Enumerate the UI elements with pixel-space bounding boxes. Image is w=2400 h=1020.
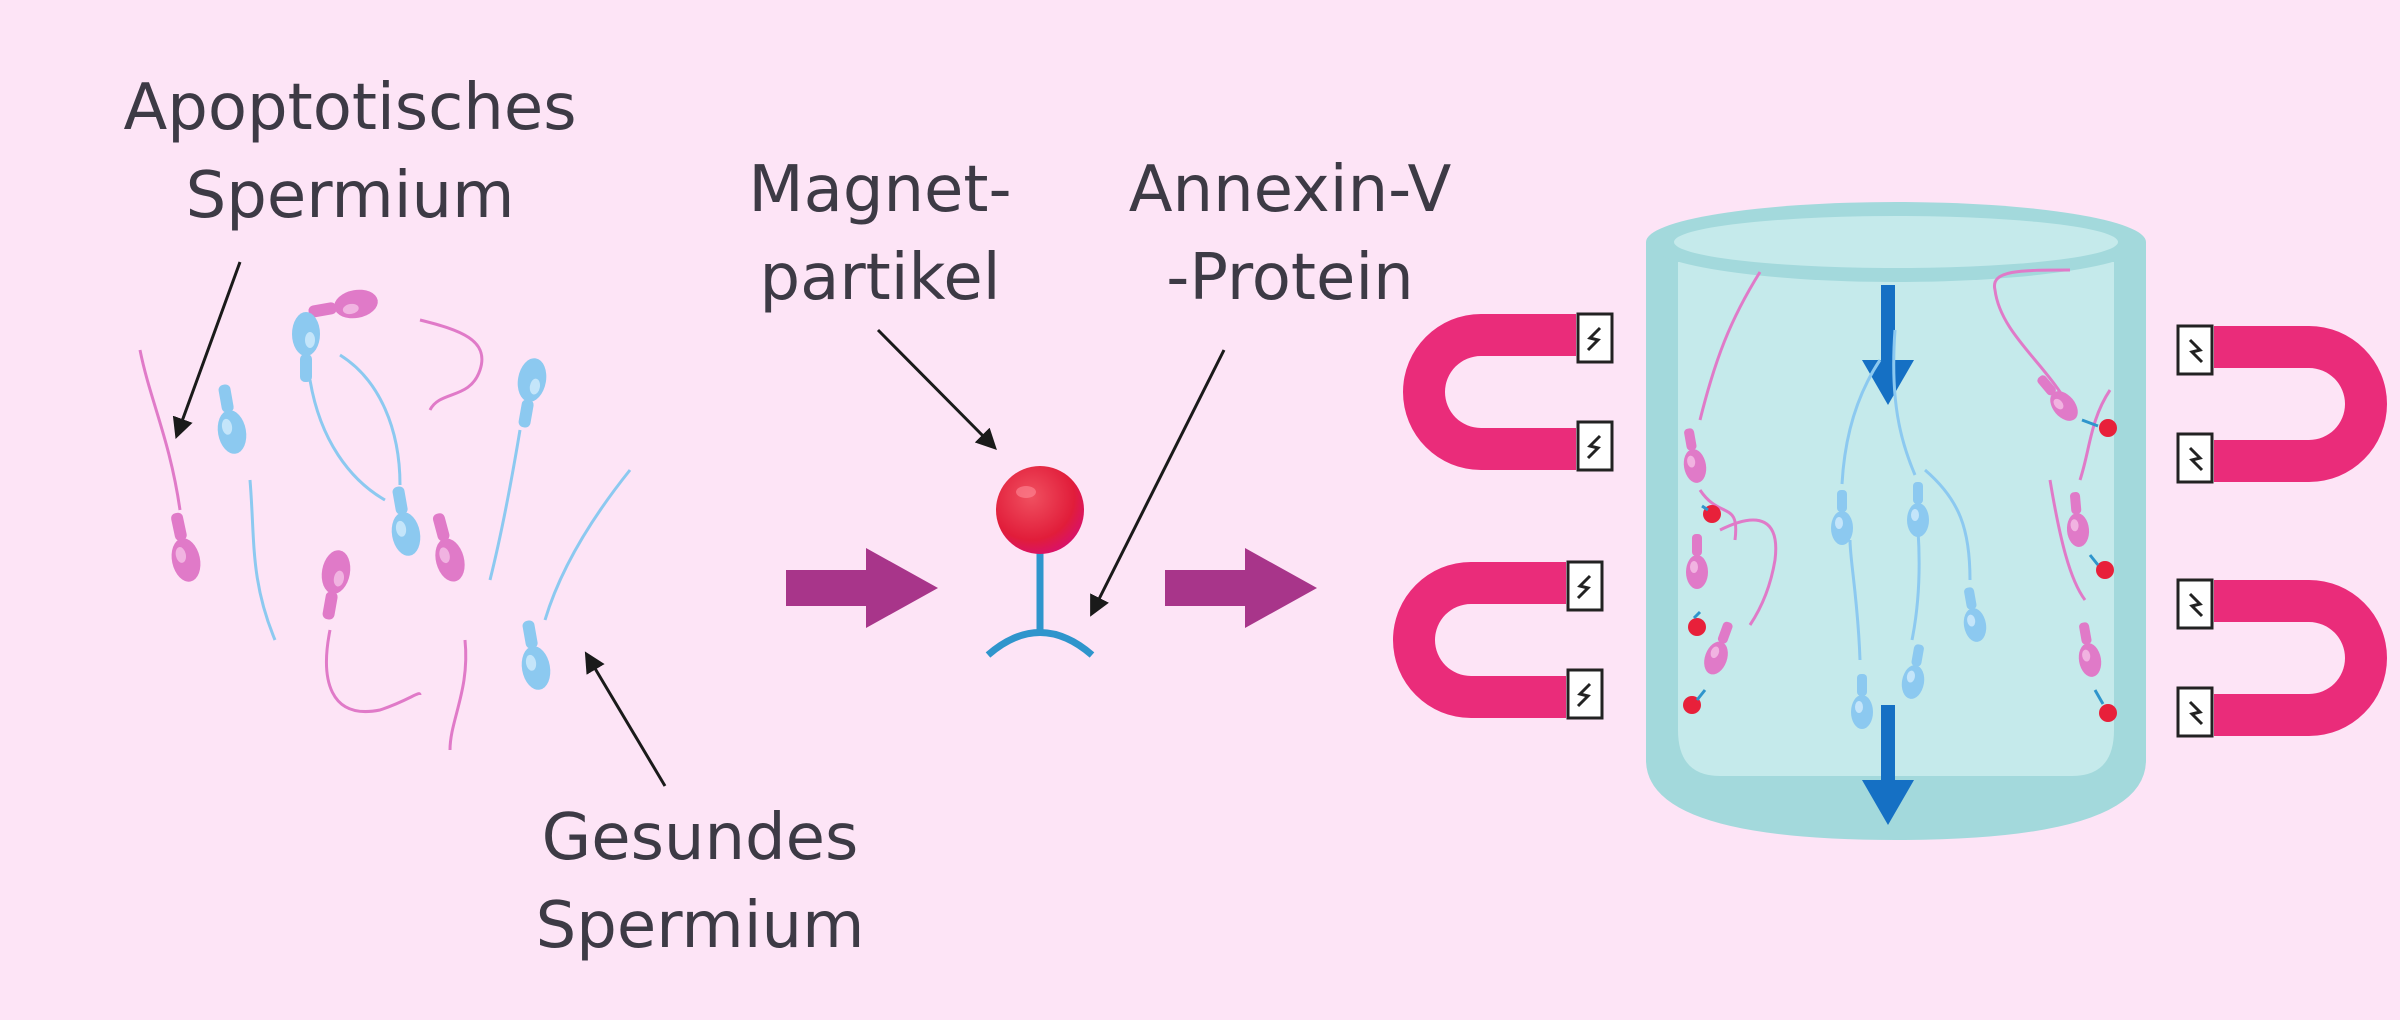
healthy-sperm-label: Gesundes Spermium xyxy=(500,794,900,970)
horseshoe-magnet-icon xyxy=(1391,560,1604,720)
annexin-callout-line xyxy=(1090,349,1226,617)
process-arrow-2 xyxy=(1165,548,1317,628)
apoptotic-label-line-2: Spermium xyxy=(185,159,515,233)
healthy-sperm xyxy=(209,312,632,693)
magnetic-particle-label: Magnet- partikel xyxy=(700,146,1060,322)
annexin-magnetic-probe xyxy=(985,466,1095,658)
magnetic-callout-line xyxy=(876,328,997,450)
mac-column xyxy=(1646,202,2146,840)
healthy-label-line-2: Spermium xyxy=(535,889,865,963)
horseshoe-magnet-icon xyxy=(1401,312,1614,472)
apoptotic-callout-line xyxy=(172,261,242,439)
flowing-healthy-sperm xyxy=(1831,329,1989,729)
apoptotic-sperm xyxy=(138,286,484,751)
flow-arrow-top xyxy=(1862,285,1914,405)
healthy-label-line-1: Gesundes xyxy=(541,801,859,875)
magnetic-bead xyxy=(996,466,1084,554)
apoptotic-sperm-label: Apoptotisches Spermium xyxy=(110,64,590,240)
flow-arrow-bottom xyxy=(1862,705,1914,825)
healthy-callout-line xyxy=(584,651,667,787)
horseshoe-magnet-icon xyxy=(2176,324,2389,484)
sperm-cloud xyxy=(138,286,632,751)
magnetic-label-line-1: Magnet- xyxy=(748,153,1012,227)
apoptotic-label-line-1: Apoptotisches xyxy=(123,71,577,145)
annexin-protein-label: Annexin-V -Protein xyxy=(1110,146,1470,322)
annexin-label-line-2: -Protein xyxy=(1166,241,1414,315)
horseshoe-magnet-icon xyxy=(2176,578,2389,738)
captured-apoptotic-sperm-left xyxy=(1677,271,1778,714)
annexin-label-line-1: Annexin-V xyxy=(1128,153,1452,227)
magnetic-label-line-2: partikel xyxy=(759,241,1001,315)
captured-apoptotic-sperm-right xyxy=(1993,268,2117,722)
process-arrow-1 xyxy=(786,548,938,628)
